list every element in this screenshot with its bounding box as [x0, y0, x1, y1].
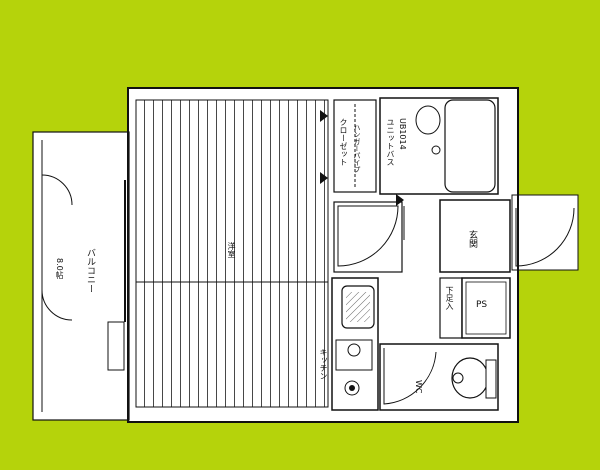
- entrance-label: 玄関: [467, 230, 477, 248]
- room-door-swing: [337, 205, 399, 267]
- toilet-bowl: [451, 357, 489, 399]
- ps-label: PS: [476, 300, 488, 310]
- closet-sub-label: ハンガーパイプ: [353, 124, 361, 173]
- ps-shaft: [461, 277, 511, 339]
- sink-hatch: [346, 292, 370, 322]
- kitchen-label: キッチン: [319, 348, 328, 380]
- stove-top: [335, 339, 373, 371]
- closet-door-arrow-top: [320, 110, 328, 122]
- wc-label: WC: [414, 380, 423, 394]
- aircon-unit: [107, 321, 125, 371]
- stove-burner-2: [344, 380, 360, 396]
- room-type-label: 洋室: [227, 242, 236, 258]
- wc-door-swing: [383, 348, 437, 405]
- balcony-label: バルコニー: [85, 248, 95, 293]
- stove-burner-2-inner: [349, 385, 355, 391]
- bath-door-arrow: [396, 194, 404, 206]
- ps-inner: [465, 281, 507, 335]
- wc-outlet: [452, 372, 464, 384]
- unit-bath-model: UB1014: [398, 118, 407, 150]
- entrance-outline: [439, 199, 511, 273]
- bathtub: [444, 99, 496, 193]
- closet-label: クローゼット: [339, 118, 348, 166]
- main-room-floor: [135, 99, 329, 408]
- outer-wall: [127, 87, 519, 423]
- balcony-area: [32, 131, 130, 421]
- bath-drain: [431, 145, 441, 155]
- entrance-door-swing: [515, 207, 575, 267]
- unit-bath-title: ユニットバス: [386, 118, 395, 166]
- closet-door-arrow-bottom: [320, 172, 328, 184]
- hall-door-frame: [333, 201, 403, 273]
- shoe-box-label: 下足入: [445, 286, 454, 310]
- room-size-label: 8.0帖: [55, 258, 64, 279]
- balcony-door-swing-bottom: [41, 289, 73, 321]
- entrance-door-area: [511, 194, 579, 271]
- toilet-tank: [485, 359, 497, 399]
- stove-burner-1: [347, 343, 361, 357]
- balcony-door-swing-top: [41, 174, 73, 206]
- wash-basin: [415, 105, 441, 135]
